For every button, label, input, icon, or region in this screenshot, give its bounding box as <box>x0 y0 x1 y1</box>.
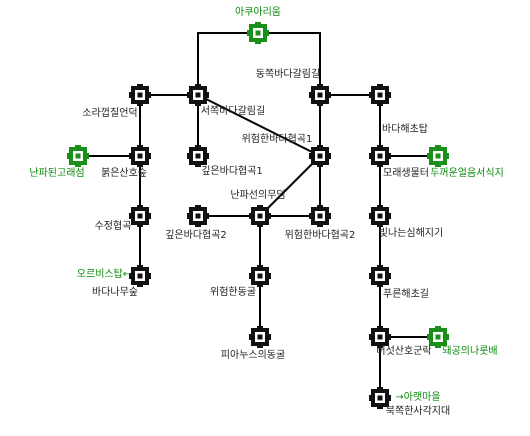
label-g2: 두꺼운얼음서식지 <box>430 167 504 179</box>
label-n2: 서쪽바다갈림길 <box>201 104 265 117</box>
label-n4: 바다해초탑 <box>382 122 428 135</box>
label-n16: 푸른해초길 <box>383 287 429 300</box>
node-n14[interactable] <box>129 265 151 287</box>
label-n13: 빛나는심해지기 <box>379 226 443 239</box>
label-n5: 붉은산호숲 <box>101 167 147 179</box>
label-n10: 깊은바다협곡2 <box>165 228 227 241</box>
node-g2[interactable] <box>427 145 449 167</box>
label-top: 아쿠아리움 <box>235 6 281 18</box>
node-n16[interactable] <box>369 265 391 287</box>
node-g3[interactable] <box>427 326 449 348</box>
label-n3: 동쪽바다갈림길 <box>256 67 320 80</box>
node-n5[interactable] <box>129 145 151 167</box>
node-n19[interactable] <box>369 387 391 409</box>
node-n18[interactable] <box>369 326 391 348</box>
node-n7[interactable] <box>309 145 331 167</box>
node-n11[interactable] <box>249 205 271 227</box>
node-n10[interactable] <box>187 205 209 227</box>
label-n15: 위험한동굴 <box>210 285 256 298</box>
node-n6[interactable] <box>187 145 209 167</box>
label-n8: 모래생물터 <box>383 167 429 179</box>
label-n17: 피아누스의동굴 <box>221 349 285 361</box>
node-n8[interactable] <box>369 145 391 167</box>
edge-n7-n11 <box>259 155 321 217</box>
node-n1[interactable] <box>129 84 151 106</box>
label-n18: 버섯산호군락 <box>376 345 431 357</box>
label-n19: 북쪽한사각지대 <box>386 405 450 417</box>
label-g3: 돼공의나룻배 <box>442 345 497 357</box>
label-n14: 바다나무숲 <box>92 286 138 298</box>
node-top[interactable] <box>247 22 269 44</box>
label-n9: 수정협곡 <box>95 219 132 232</box>
node-n4[interactable] <box>369 84 391 106</box>
edge-n2-n7 <box>197 94 321 157</box>
node-n15[interactable] <box>249 265 271 287</box>
node-n9[interactable] <box>129 205 151 227</box>
node-n2[interactable] <box>187 84 209 106</box>
label-n11: 난파선의무덤 <box>230 189 285 201</box>
map-labels: 아쿠아리움 소라껍질언덕 서쪽바다갈림길 동쪽바다갈림길 바다해초탑 난파된고래… <box>29 6 503 417</box>
label-orbis: 오르비스탑← <box>77 268 131 280</box>
label-n12: 위험한바다협곡2 <box>285 228 356 241</box>
node-g1[interactable] <box>67 145 89 167</box>
label-aquaman: →아랫마을 <box>395 391 440 403</box>
label-g1: 난파된고래섬 <box>29 167 84 179</box>
label-n1: 소라껍질언덕 <box>82 107 137 119</box>
node-n12[interactable] <box>309 205 331 227</box>
map-nodes <box>67 22 449 409</box>
label-n7: 위험한바다협곡1 <box>242 132 313 145</box>
node-n13[interactable] <box>369 205 391 227</box>
label-n6: 깊은바다협곡1 <box>201 164 263 177</box>
node-n3[interactable] <box>309 84 331 106</box>
node-n17[interactable] <box>249 326 271 348</box>
